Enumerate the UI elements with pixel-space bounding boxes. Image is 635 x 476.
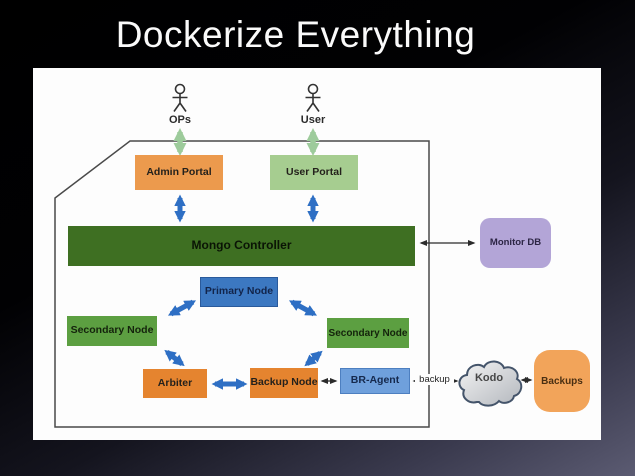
node-secondary-node-right: Secondary Node	[327, 318, 409, 348]
cloud-kodo-label: Kodo	[474, 372, 504, 384]
node-admin-portal: Admin Portal	[135, 155, 223, 190]
node-user-portal: User Portal	[270, 155, 358, 190]
arrow-secondaryright-backupnode	[304, 350, 323, 367]
edge-label-backup: backup	[415, 374, 454, 385]
arrow-primary-secondaryleft	[167, 299, 197, 317]
actor-ops-label: OPs	[168, 114, 191, 126]
actor-ops-icon	[172, 83, 188, 112]
actor-user-icon	[305, 83, 321, 112]
container-boundary	[54, 140, 430, 428]
node-arbiter: Arbiter	[143, 369, 207, 398]
node-monitor-db: Monitor DB	[480, 218, 551, 268]
node-primary-node: Primary Node	[200, 277, 278, 307]
slide-title: Dockerize Everything	[115, 14, 476, 55]
node-mongo-controller: Mongo Controller	[68, 226, 415, 266]
cloud-shape	[458, 360, 523, 407]
node-br-agent: BR-Agent	[340, 368, 410, 394]
arrow-primary-secondaryright	[288, 299, 318, 317]
diagram-panel: OPs User Admin Portal User Portal Mongo …	[33, 68, 601, 440]
arrow-secondaryleft-arbiter	[164, 349, 185, 367]
node-secondary-node-left: Secondary Node	[67, 316, 157, 346]
diagram-canvas	[54, 83, 533, 428]
node-backups-store: Backups	[534, 350, 590, 412]
actor-user-label: User	[300, 114, 326, 126]
node-backup-node: Backup Node	[250, 368, 318, 398]
